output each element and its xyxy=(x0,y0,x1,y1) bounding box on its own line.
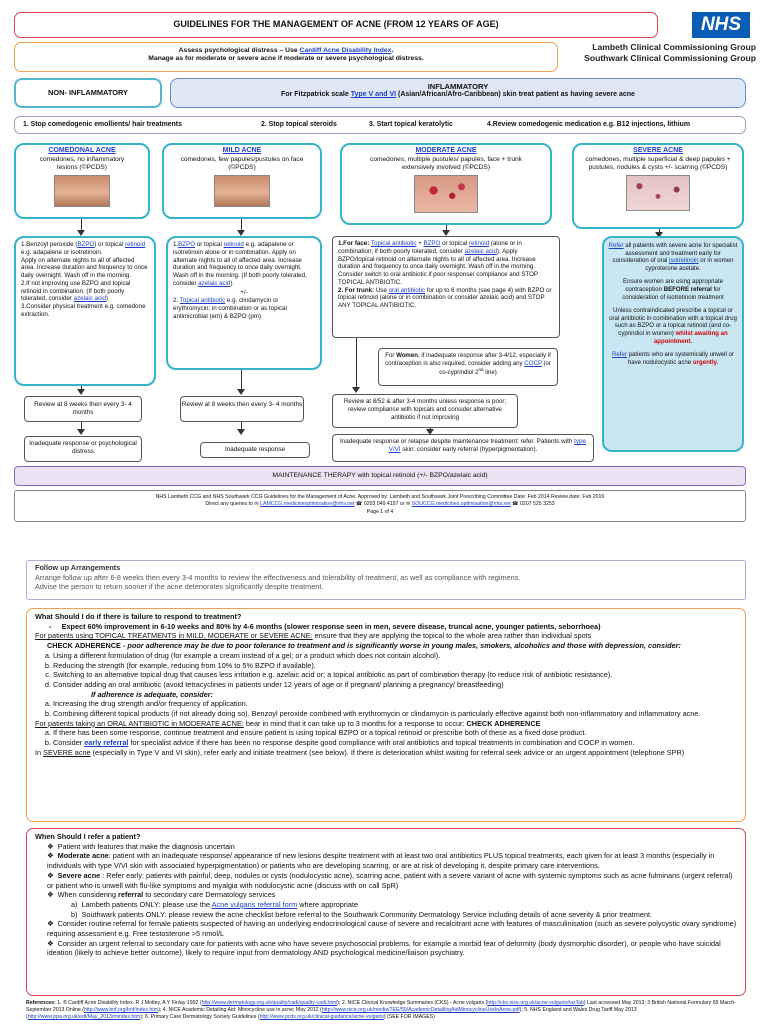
topical-antibiotic-link[interactable]: Topical antibiotic xyxy=(371,240,417,247)
retinoid-link[interactable]: retinoid xyxy=(468,240,490,247)
nhs-logo: NHS xyxy=(692,12,750,38)
moderate-acne-box: MODERATE ACNE comedones, multiple pustul… xyxy=(340,143,552,225)
arrow-down-icon xyxy=(352,387,360,393)
refer-urgent-link[interactable]: Refer xyxy=(612,351,627,359)
comedonal-acne-title[interactable]: COMEDONAL ACNE xyxy=(48,147,116,154)
comedonal-acne-box: COMEDONAL ACNE comedones, no inflammator… xyxy=(14,143,150,219)
page1-footer: NHS Lambeth CCG and NHS Southwark CCG Gu… xyxy=(14,490,746,522)
mild-acne-box: MILD ACNE comedones, few papules/pustule… xyxy=(162,143,322,219)
non-inflammatory-box: NON- INFLAMMATORY xyxy=(14,78,162,108)
azelaic-acid-link[interactable]: azelaic acid xyxy=(73,295,106,303)
mild-acne-title[interactable]: MILD ACNE xyxy=(222,147,262,154)
step-2: 2. Stop topical steroids xyxy=(261,121,337,128)
inadequate-box-moderate: Inadequate response or relapse despite m… xyxy=(332,434,594,462)
bzpo-link[interactable]: BZPO xyxy=(77,241,95,248)
maintenance-therapy-bar: MAINTENANCE THERAPY with topical retinoi… xyxy=(14,466,746,486)
review-box-moderate: Review at 8/52 & after 3-4 months unless… xyxy=(332,394,518,428)
connector-line xyxy=(81,422,83,430)
oral-antibiotic-link[interactable]: oral antibiotic xyxy=(388,286,426,294)
comedonal-treatment-box: 1.Benzoyl peroxide (BZPO) or topical ret… xyxy=(14,236,156,386)
cardiff-acne-index-link[interactable]: Cardiff Acne Disability Index xyxy=(299,47,392,54)
acne-vulgaris-referral-form-link[interactable]: Acne vulgaris referral form xyxy=(211,899,298,909)
step-4: 4.Review comedogenic medication e.g. B12… xyxy=(487,121,690,128)
inadequate-box-mild: Inadequate response xyxy=(200,442,310,458)
connector-line xyxy=(356,338,358,388)
reference-link-6[interactable]: http://www.pcds.org.uk/clinical-guidance… xyxy=(259,1014,384,1021)
refer-link[interactable]: Refer xyxy=(608,242,624,249)
isotretinoin-link[interactable]: isotretinoin xyxy=(669,257,699,265)
reference-link-2[interactable]: http://cks.nice.org.uk/acne-vulgaris#azT… xyxy=(487,1000,584,1006)
arrow-down-icon xyxy=(237,429,245,435)
lambeth-ccg-label: Lambeth Clinical Commissioning Group xyxy=(592,42,756,52)
referral-box: When Should I refer a patient? ❖ Patient… xyxy=(26,828,746,996)
connector-line xyxy=(241,422,243,430)
southwark-email-link[interactable]: SOUCCG.medicines.optimisation@nhs.net xyxy=(411,501,511,508)
moderate-acne-photo xyxy=(414,175,478,214)
reference-link-1[interactable]: http://www.dermatology.org.uk/quality/ca… xyxy=(201,1000,338,1006)
topical-antibiotic-link[interactable]: Topical antibiotic xyxy=(179,297,226,305)
arrow-down-icon xyxy=(237,230,245,236)
early-referral-link[interactable]: early referral xyxy=(84,738,129,748)
connector-line xyxy=(81,219,83,231)
assess-distress-box: Assess psychological distress – Use Card… xyxy=(14,42,558,72)
type-v-vi-link[interactable]: Type V and VI xyxy=(350,91,397,98)
connector-line xyxy=(241,370,243,390)
references: References: 1. ® Cardiff Acne Disability… xyxy=(26,1000,737,1021)
moderate-treatment-box: 1.For face: Topical antibiotic + BZPO or… xyxy=(332,236,560,338)
women-cocp-box: For Women, if inadequate response after … xyxy=(378,348,558,386)
comedonal-acne-photo xyxy=(54,175,110,208)
lambeth-email-link[interactable]: LAMCCG.medicineoptimisation@nhs.net xyxy=(260,501,355,508)
southwark-ccg-label: Southwark Clinical Commissioning Group xyxy=(584,53,756,63)
adequate-options-list: Increasing the drug strength and/or freq… xyxy=(35,699,737,718)
severe-acne-photo xyxy=(626,175,690,212)
topical-options-list: Using a different formulation of drug (f… xyxy=(35,651,737,690)
mild-treatment-box: 1.BZPO or topical retinoid e.g. adapalen… xyxy=(166,236,322,370)
inadequate-box-comedonal: Inadequate response or psychological dis… xyxy=(24,436,142,462)
azelaic-acid-link[interactable]: azelaic acid xyxy=(464,247,497,255)
cocp-link[interactable]: COCP xyxy=(524,359,542,367)
retinoid-link[interactable]: retinoid xyxy=(124,241,146,248)
step-1: 1. Stop comedogenic emollients/ hair tre… xyxy=(23,121,182,128)
inflammatory-box: INFLAMMATORY For Fitzpatrick scale Type … xyxy=(170,78,746,108)
reference-link-3[interactable]: http://www.bnf.org/bnf/index.htm xyxy=(83,1007,159,1014)
oral-options-list: If there has been some response, continu… xyxy=(35,728,737,747)
arrow-down-icon xyxy=(77,230,85,236)
bzpo-link[interactable]: BZPO xyxy=(178,241,196,248)
mild-acne-photo xyxy=(214,175,270,208)
page-title: GUIDELINES FOR THE MANAGEMENT OF ACNE (F… xyxy=(173,19,499,29)
review-box-mild: Review at 8 weeks then every 3- 4 months xyxy=(180,396,304,422)
severe-treatment-box: Refer all patients with severe acne for … xyxy=(602,236,744,452)
connector-line xyxy=(446,225,448,231)
arrow-down-icon xyxy=(655,232,663,238)
severe-acne-title[interactable]: SEVERE ACNE xyxy=(633,147,683,154)
connector-line xyxy=(81,386,83,390)
azelaic-acid-link[interactable]: azelaic acid xyxy=(198,279,231,287)
arrow-down-icon xyxy=(442,230,450,236)
reference-link-5[interactable]: http://www.ppa.org.uk/edt/May_2013/minde… xyxy=(27,1014,141,1021)
arrow-down-icon xyxy=(77,429,85,435)
first-steps-bar: 1. Stop comedogenic emollients/ hair tre… xyxy=(14,116,746,134)
retinoid-link[interactable]: retinoid xyxy=(223,241,244,248)
guideline-title-bar: GUIDELINES FOR THE MANAGEMENT OF ACNE (F… xyxy=(14,12,658,38)
arrow-down-icon xyxy=(77,389,85,395)
follow-up-box: Follow up Arrangements Arrange follow up… xyxy=(26,560,746,600)
review-box-comedonal: Review at 8 weeks then every 3- 4 months xyxy=(24,396,142,422)
step-3: 3. Start topical keratolytic xyxy=(369,121,453,128)
moderate-acne-title[interactable]: MODERATE ACNE xyxy=(415,147,477,154)
connector-line xyxy=(241,219,243,231)
arrow-down-icon xyxy=(237,389,245,395)
connector-line xyxy=(659,229,661,233)
severe-acne-box: SEVERE ACNE comedones, multiple superfic… xyxy=(572,143,744,229)
type-v-vi-skin-link[interactable]: type V/VI xyxy=(388,438,587,453)
failure-to-respond-box: What Should I do if there is failure to … xyxy=(26,608,746,822)
arrow-down-icon xyxy=(426,429,434,435)
bzpo-link[interactable]: BZPO xyxy=(423,240,441,247)
reference-link-4[interactable]: http://www.nice.org.uk/media/7EE/50/Acad… xyxy=(321,1007,520,1014)
